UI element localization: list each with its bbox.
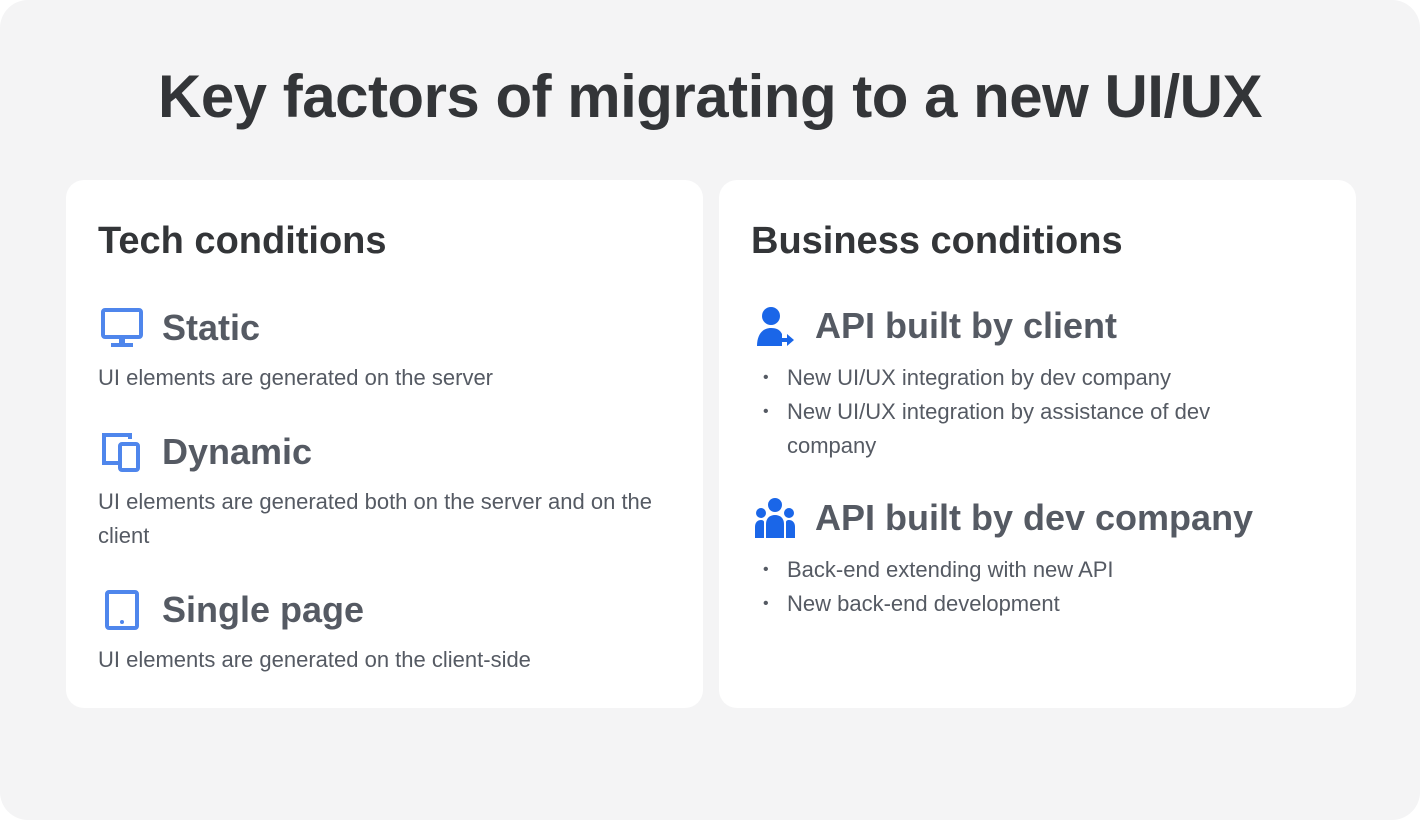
tech-item-desc: UI elements are generated on the client-… — [98, 647, 531, 672]
team-icon — [751, 494, 799, 542]
card-title: Business conditions — [751, 220, 1123, 262]
business-bullet-list: Back-end extending with new API New back… — [763, 553, 1283, 621]
page-title: Key factors of migrating to a new UI/UX — [157, 63, 1263, 130]
bullet-item: Back-end extending with new API — [763, 553, 1283, 587]
bullet-item: New UI/UX integration by assistance of d… — [763, 395, 1283, 463]
business-item-dev-company: API built by dev company — [751, 494, 1253, 542]
tech-conditions-card: Tech conditions Static UI elements are g… — [66, 180, 703, 708]
tech-item-label: Single page — [162, 589, 365, 630]
user-arrow-icon — [751, 302, 799, 350]
card-title: Tech conditions — [98, 220, 387, 262]
tech-item-label: Dynamic — [162, 431, 313, 472]
tablet-icon — [98, 586, 146, 634]
bullet-item: New back-end development — [763, 587, 1283, 621]
bullet-item: New UI/UX integration by dev company — [763, 361, 1283, 395]
business-bullet-list: New UI/UX integration by dev company New… — [763, 361, 1283, 463]
business-item-label: API built by client — [815, 305, 1118, 346]
devices-icon — [98, 428, 146, 476]
tech-item-label: Static — [162, 307, 261, 348]
tech-item-dynamic: Dynamic — [98, 428, 312, 476]
monitor-icon — [98, 304, 146, 352]
tech-item-desc: UI elements are generated both on the se… — [98, 489, 653, 548]
tech-item-desc: UI elements are generated on the server — [98, 365, 494, 390]
business-item-label: API built by dev company — [815, 497, 1254, 538]
business-item-client: API built by client — [751, 302, 1117, 350]
tech-item-single-page: Single page — [98, 586, 364, 634]
business-conditions-card: Business conditions API built by client … — [719, 180, 1356, 708]
tech-item-static: Static — [98, 304, 260, 352]
